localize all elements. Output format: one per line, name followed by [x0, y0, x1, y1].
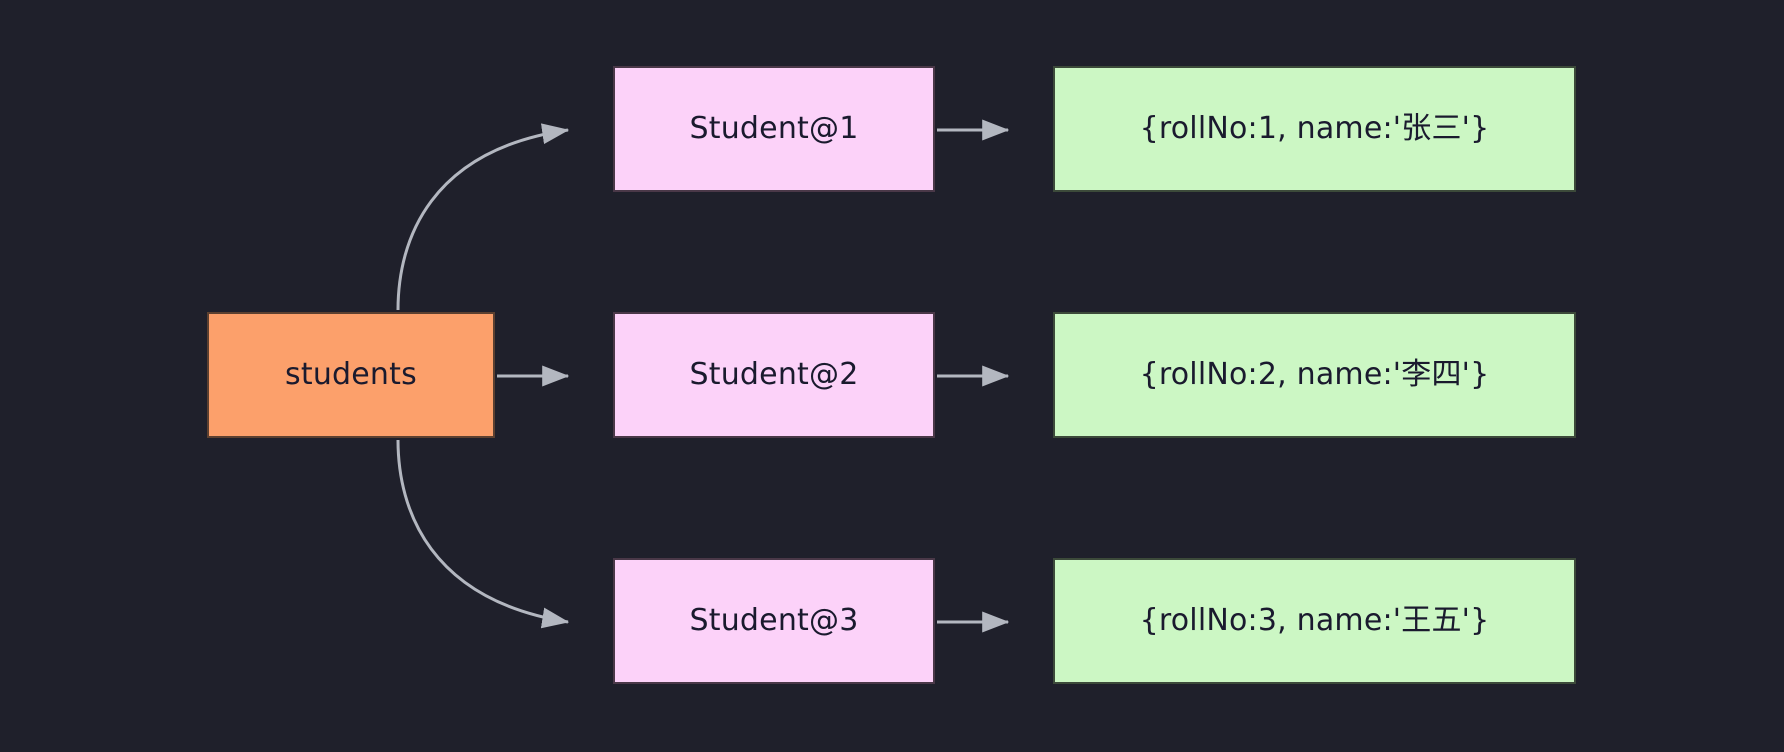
- node-student-object-3[interactable]: {rollNo:3, name:'王五'}: [1053, 558, 1576, 684]
- node-students[interactable]: students: [207, 312, 495, 438]
- edge-students-to-student3: [396, 439, 570, 629]
- node-student-object-2[interactable]: {rollNo:2, name:'李四'}: [1053, 312, 1576, 438]
- node-student-object-1[interactable]: {rollNo:1, name:'张三'}: [1053, 66, 1576, 192]
- node-student-ref-2[interactable]: Student@2: [613, 312, 935, 438]
- edge-students-to-student1: [396, 123, 570, 311]
- node-student-ref-1[interactable]: Student@1: [613, 66, 935, 192]
- node-student-ref-3[interactable]: Student@3: [613, 558, 935, 684]
